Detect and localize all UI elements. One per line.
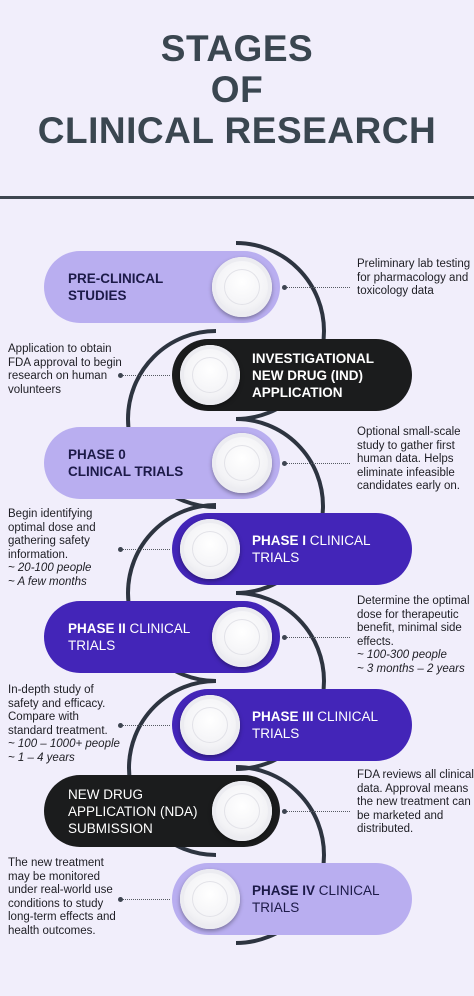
stage-disc-icon — [212, 257, 272, 317]
leader-dot — [118, 373, 123, 378]
description-text: FDA reviews all clinical data. Approval … — [357, 769, 474, 835]
stage-disc-icon — [180, 345, 240, 405]
stage-label-bold: PHASE III — [252, 709, 314, 724]
stage-label-light: CLINICAL TRIALS — [252, 883, 380, 915]
stage-label: PHASE II CLINICAL TRIALS — [68, 620, 190, 654]
stage-pill-nda-submission: NEW DRUG APPLICATION (NDA) SUBMISSION — [44, 775, 280, 847]
stage-pill-phase-4: PHASE IV CLINICAL TRIALS — [172, 863, 412, 935]
description-text: Application to obtain FDA approval to be… — [8, 343, 122, 396]
stage-label-bold: PRE-CLINICAL STUDIES — [68, 271, 164, 303]
stage-description-phase-0: Optional small-scale study to gather fir… — [357, 426, 474, 494]
stage-label: PHASE IV CLINICAL TRIALS — [252, 882, 380, 916]
description-note: ~ 1 – 4 years — [8, 751, 75, 764]
stage-label: PHASE I CLINICAL TRIALS — [252, 532, 371, 566]
stage-label-light: NEW DRUG APPLICATION (NDA) SUBMISSION — [68, 786, 198, 836]
stage-disc-icon — [212, 781, 272, 841]
stage-label-bold: PHASE I — [252, 533, 307, 548]
stage-pill-phase-0: PHASE 0 CLINICAL TRIALS — [44, 427, 280, 499]
leader-dot — [118, 723, 123, 728]
description-note: ~ 3 months – 2 years — [357, 662, 465, 675]
stage-label: PRE-CLINICAL STUDIES — [68, 270, 163, 304]
title-divider — [0, 196, 474, 199]
leader-dot — [282, 635, 287, 640]
stage-description-pre-clinical: Preliminary lab testing for pharmacology… — [357, 258, 474, 299]
description-note: ~ 20-100 people — [8, 562, 92, 574]
page-title: STAGES OF CLINICAL RESEARCH — [0, 28, 474, 151]
description-text: Optional small-scale study to gather fir… — [357, 426, 461, 492]
description-note: ~ 100-300 people — [357, 649, 447, 661]
stage-label: PHASE 0 CLINICAL TRIALS — [68, 446, 183, 480]
leader-line — [284, 287, 350, 288]
stage-label-bold: PHASE II — [68, 621, 126, 636]
stage-label-bold: PHASE 0 CLINICAL TRIALS — [68, 447, 184, 479]
description-text: Preliminary lab testing for pharmacology… — [357, 258, 471, 297]
description-text: In-depth study of safety and efficacy. C… — [8, 684, 108, 737]
stage-description-phase-1: Begin identifying optimal dose and gathe… — [8, 508, 126, 589]
stage-pill-phase-1: PHASE I CLINICAL TRIALS — [172, 513, 412, 585]
leader-dot — [282, 461, 287, 466]
stage-label-bold: INVESTIGATIONAL NEW DRUG (IND) APPLICATI… — [252, 350, 375, 400]
leader-dot — [282, 809, 287, 814]
stage-pill-ind-application: INVESTIGATIONAL NEW DRUG (IND) APPLICATI… — [172, 339, 412, 411]
leader-line — [284, 637, 350, 638]
stage-description-phase-2: Determine the optimal dose for therapeut… — [357, 595, 474, 676]
description-text: The new treatment may be monitored under… — [8, 857, 116, 937]
stage-description-phase-4: The new treatment may be monitored under… — [8, 857, 126, 938]
title-line-3: CLINICAL RESEARCH — [37, 110, 437, 151]
stage-disc-icon — [180, 869, 240, 929]
leader-line — [284, 463, 350, 464]
leader-dot — [118, 547, 123, 552]
description-note: ~ 100 – 1000+ people — [8, 738, 120, 750]
stage-disc-icon — [212, 433, 272, 493]
leader-line — [120, 899, 170, 900]
leader-dot — [282, 285, 287, 290]
stage-pill-phase-2: PHASE II CLINICAL TRIALS — [44, 601, 280, 673]
stage-disc-icon — [212, 607, 272, 667]
leader-line — [120, 549, 170, 550]
leader-line — [284, 811, 350, 812]
stage-description-ind-application: Application to obtain FDA approval to be… — [8, 343, 126, 397]
leader-line — [120, 725, 170, 726]
title-line-2: OF — [210, 69, 264, 110]
description-text: Determine the optimal dose for therapeut… — [357, 595, 470, 648]
stage-label-bold: PHASE IV — [252, 883, 316, 898]
stage-label-light: CLINICAL TRIALS — [252, 709, 379, 741]
stage-pill-phase-3: PHASE III CLINICAL TRIALS — [172, 689, 412, 761]
stage-label: INVESTIGATIONAL NEW DRUG (IND) APPLICATI… — [252, 350, 374, 401]
stage-description-phase-3: In-depth study of safety and efficacy. C… — [8, 684, 126, 765]
description-text: Begin identifying optimal dose and gathe… — [8, 508, 96, 561]
description-note: ~ A few months — [8, 575, 87, 588]
stage-description-nda-submission: FDA reviews all clinical data. Approval … — [357, 769, 474, 837]
stage-pill-pre-clinical: PRE-CLINICAL STUDIES — [44, 251, 280, 323]
stage-disc-icon — [180, 519, 240, 579]
stage-disc-icon — [180, 695, 240, 755]
stage-label-light: CLINICAL TRIALS — [252, 533, 371, 565]
leader-line — [120, 375, 170, 376]
stage-label: PHASE III CLINICAL TRIALS — [252, 708, 378, 742]
stage-label: NEW DRUG APPLICATION (NDA) SUBMISSION — [68, 786, 198, 837]
leader-dot — [118, 897, 123, 902]
stage-label-light: CLINICAL TRIALS — [68, 621, 191, 653]
title-line-1: STAGES — [160, 28, 314, 69]
